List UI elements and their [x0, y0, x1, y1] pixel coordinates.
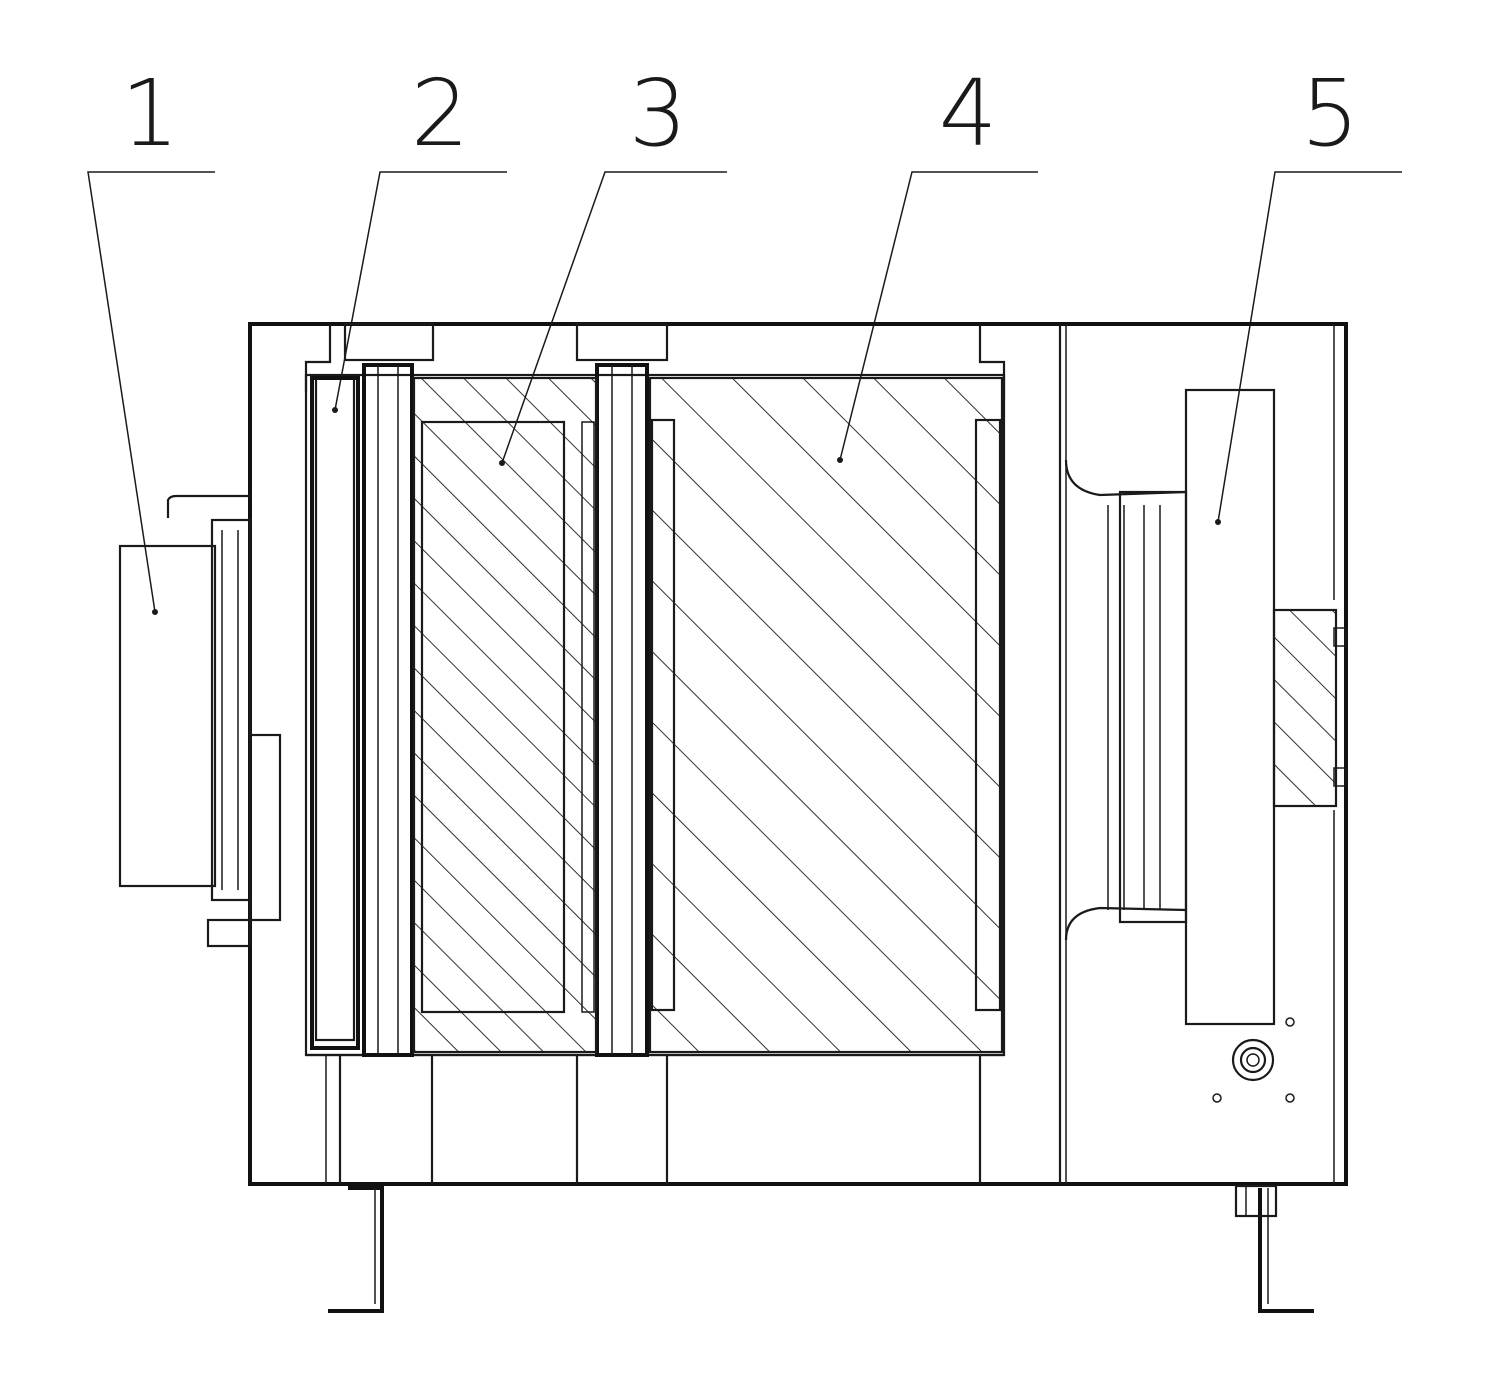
module-3-frame — [412, 376, 598, 1054]
leader-line-1 — [87, 171, 215, 613]
top-cap-2 — [575, 322, 669, 362]
block-4-frame — [648, 376, 1004, 1054]
component-1-side-box — [118, 494, 282, 948]
fitting-5-neck — [1118, 490, 1188, 924]
filter-plate-2 — [314, 376, 356, 1042]
leader-dot-1 — [152, 609, 158, 615]
leg-right-bracket — [1234, 1184, 1278, 1218]
side-box-1-handle — [166, 494, 250, 518]
block-4-hatch — [650, 378, 1002, 1052]
module-3-hatch-bg — [414, 378, 596, 1052]
leader-line-5 — [1217, 171, 1402, 523]
bolt-inner — [1239, 1046, 1267, 1074]
callout-label-3: 3 — [629, 60, 688, 167]
bolt-cluster — [1212, 1017, 1295, 1103]
top-cap-1 — [343, 322, 435, 362]
block-4-right-strip — [974, 418, 1002, 1012]
side-box-1-flange — [210, 518, 252, 902]
fitting-5-upper-curve — [1064, 459, 1187, 497]
inner-chamber — [304, 373, 1006, 1057]
top-notch-left — [304, 324, 332, 392]
fitting-5-outlet-notch-bottom — [1333, 767, 1347, 787]
component-4-block — [648, 376, 1004, 1054]
screw-hole-3 — [1285, 1093, 1295, 1103]
fitting-5-body — [1184, 388, 1276, 1026]
block-4-left-strip — [650, 418, 676, 1012]
screw-hole-2 — [1212, 1093, 1222, 1103]
fitting-5-outlet-hatch — [1274, 610, 1336, 806]
leader-dot-5 — [1215, 519, 1221, 525]
side-box-1-base — [206, 918, 252, 948]
fitting-5-lower-curve — [1064, 906, 1187, 941]
callout-label-5: 5 — [1301, 60, 1360, 167]
leader-dot-2 — [332, 407, 338, 413]
rail-middle-outline — [595, 363, 649, 1057]
bottom-partitions — [325, 1055, 982, 1184]
module-3-body — [420, 420, 566, 1014]
filter-plate-2-frame — [310, 376, 360, 1050]
screw-hole-1 — [1285, 1017, 1295, 1027]
fitting-5-outlet-notch-top — [1333, 627, 1347, 647]
component-5-fitting — [1064, 388, 1347, 1026]
leader-line-3 — [501, 171, 727, 464]
callout-labels: 1 2 3 4 5 — [121, 60, 1360, 167]
bolt-core — [1246, 1053, 1260, 1067]
leg-right — [1258, 1188, 1314, 1313]
rail-middle — [595, 363, 649, 1057]
component-2-filter-plate — [310, 376, 360, 1050]
leg-left — [328, 1186, 384, 1313]
side-box-1 — [118, 544, 217, 888]
bolt-outer — [1231, 1038, 1275, 1082]
rail-left — [362, 363, 414, 1057]
module-3-side-strip — [581, 421, 595, 1013]
callout-label-4: 4 — [939, 60, 998, 167]
leader-line-4 — [839, 171, 1038, 461]
fitting-5-outlet — [1272, 608, 1338, 808]
rail-left-outline — [362, 363, 414, 1057]
side-box-1-tab — [248, 733, 282, 922]
leader-line-2 — [334, 171, 507, 411]
legs — [328, 1184, 1314, 1313]
callout-label-1: 1 — [121, 60, 180, 167]
component-3-module — [412, 376, 598, 1054]
callout-label-2: 2 — [411, 60, 470, 167]
